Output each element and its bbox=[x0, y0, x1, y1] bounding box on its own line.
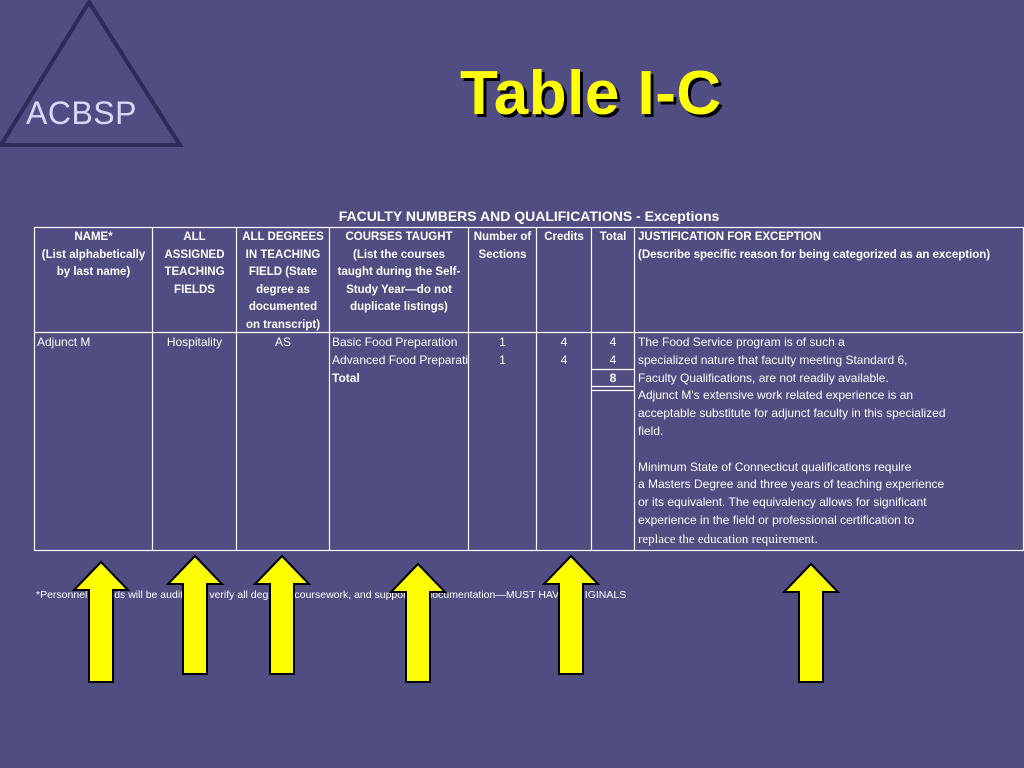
row-course-2: Advanced Food Preparation bbox=[332, 353, 468, 367]
row-course-total: Total bbox=[332, 371, 360, 385]
up-arrow-icon bbox=[541, 554, 601, 675]
up-arrow-icon bbox=[781, 562, 841, 683]
header-credits: Credits bbox=[544, 231, 584, 243]
table-caption: FACULTY NUMBERS AND QUALIFICATIONS - Exc… bbox=[338, 208, 720, 224]
row-total-sum: 8 bbox=[609, 371, 617, 385]
up-arrow-icon bbox=[252, 554, 312, 675]
logo-text: ACBSP bbox=[26, 95, 137, 131]
page-title: Table I-C bbox=[460, 59, 722, 128]
row-total-2: 4 bbox=[609, 353, 617, 367]
row-degrees: AS bbox=[274, 335, 291, 349]
up-arrow-icon bbox=[71, 560, 131, 683]
row-course-1: Basic Food Preparation bbox=[332, 335, 458, 349]
up-arrow-icon bbox=[388, 562, 448, 683]
row-name: Adjunct M bbox=[37, 335, 91, 349]
row-justification: The Food Service program is of such a sp… bbox=[638, 335, 946, 546]
row-credits-1: 4 bbox=[560, 335, 568, 349]
acbsp-logo bbox=[0, 0, 184, 147]
row-fields: Hospitality bbox=[166, 335, 223, 349]
row-credits-2: 4 bbox=[560, 353, 568, 367]
up-arrow-icon bbox=[165, 554, 225, 675]
row-sections-2: 1 bbox=[499, 353, 506, 367]
row-total-1: 4 bbox=[609, 335, 617, 349]
header-total: Total bbox=[599, 231, 627, 243]
row-sections-1: 1 bbox=[499, 335, 506, 349]
header-justification: JUSTIFICATION FOR EXCEPTION(Describe spe… bbox=[638, 231, 991, 261]
